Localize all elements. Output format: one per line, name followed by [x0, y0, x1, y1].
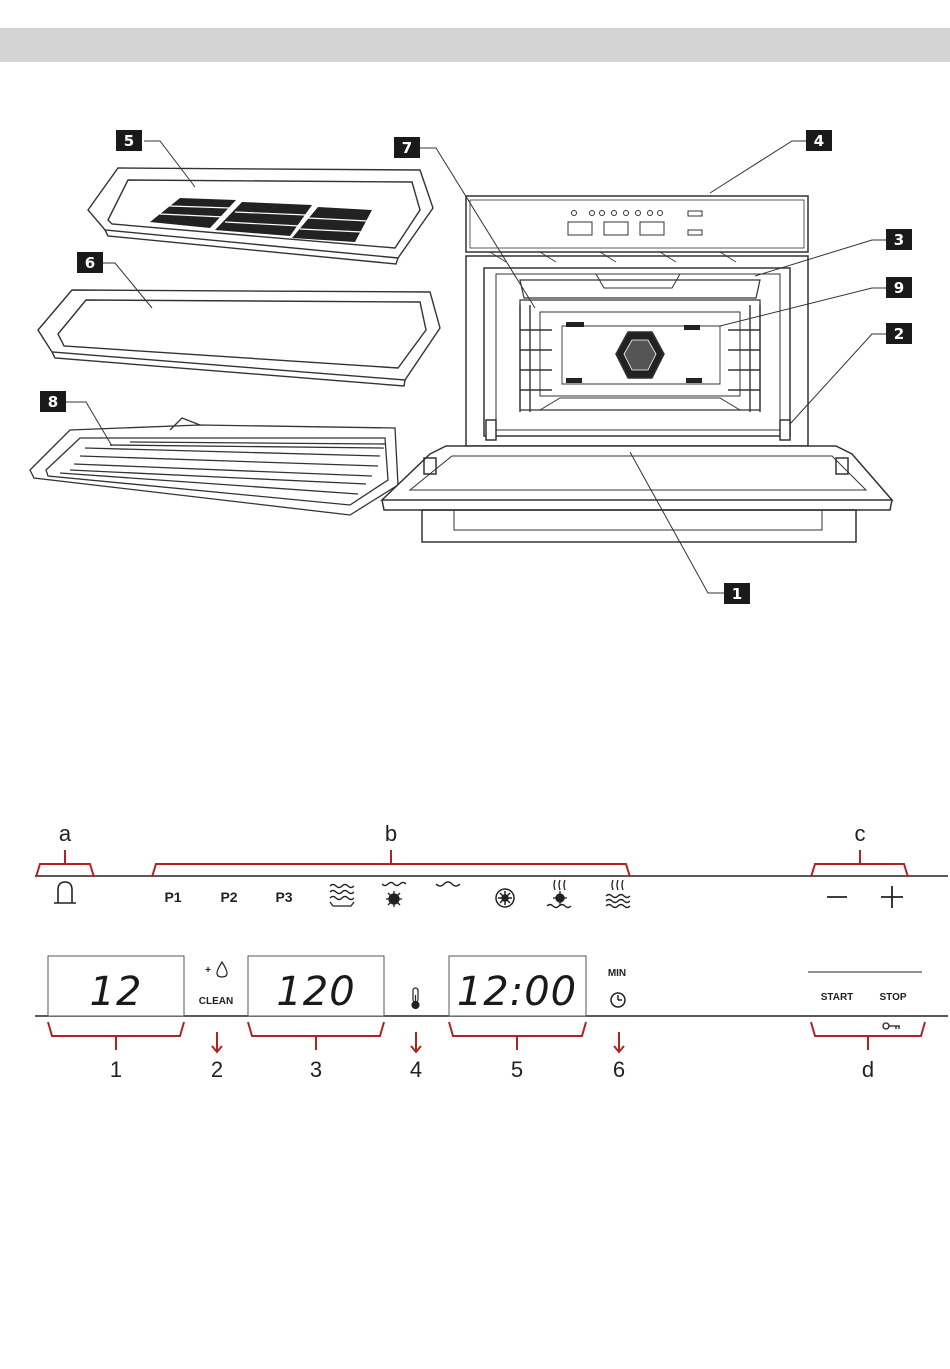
callout-label-4: 4	[814, 132, 824, 150]
callout-2: 2	[886, 323, 912, 344]
clean-plus-label: +	[205, 965, 211, 976]
accessory-wire-rack	[30, 418, 398, 515]
temperature-display-value: 120	[276, 969, 355, 1015]
callout-label-2: 2	[894, 325, 904, 343]
callout-9: 9	[886, 277, 912, 298]
label-5: 5	[511, 1057, 523, 1082]
bracket-d	[811, 1022, 925, 1036]
program-p2-button[interactable]: P2	[220, 889, 237, 905]
plus-button[interactable]	[881, 886, 903, 908]
bracket-5	[449, 1022, 586, 1036]
steam-grill-icon[interactable]	[606, 880, 630, 908]
label-b: b	[385, 821, 397, 846]
bracket-c	[811, 864, 908, 877]
bracket-b	[152, 864, 630, 877]
start-button[interactable]: START	[821, 992, 854, 1003]
callout-label-1: 1	[732, 585, 742, 603]
arrow-2	[212, 1032, 222, 1052]
thermometer-icon[interactable]	[412, 988, 419, 1009]
oven-illustration	[382, 196, 892, 542]
accessory-tray-grid	[88, 168, 433, 264]
program-p3-button[interactable]: P3	[275, 889, 292, 905]
control-panel: a b c P1 P2 P3	[35, 821, 948, 1082]
label-3: 3	[310, 1057, 322, 1082]
callout-label-9: 9	[894, 279, 904, 297]
program-p1-button[interactable]: P1	[164, 889, 181, 905]
stop-button[interactable]: STOP	[879, 992, 906, 1003]
label-d: d	[862, 1057, 874, 1082]
label-1: 1	[110, 1057, 122, 1082]
callout-3: 3	[886, 229, 912, 250]
callout-label-8: 8	[48, 393, 58, 411]
arrow-6	[614, 1032, 624, 1052]
callout-label-3: 3	[894, 231, 904, 249]
bracket-a	[36, 864, 94, 877]
callout-7: 7	[394, 137, 420, 158]
water-drop-icon	[217, 962, 227, 977]
label-6: 6	[613, 1057, 625, 1082]
steam-fan-bottom-icon[interactable]	[547, 880, 571, 908]
label-a: a	[59, 821, 72, 846]
callout-8: 8	[40, 391, 66, 412]
accessory-baking-tray	[38, 290, 440, 386]
steam-wave-icon[interactable]	[436, 882, 460, 886]
callout-label-5: 5	[124, 132, 134, 150]
time-display-value: 12:00	[457, 969, 577, 1015]
callout-6: 6	[77, 252, 103, 273]
clock-icon[interactable]	[611, 993, 625, 1007]
program-display-value: 12	[90, 969, 143, 1015]
callout-label-6: 6	[85, 254, 95, 272]
callout-4: 4	[806, 130, 832, 151]
label-2: 2	[211, 1057, 223, 1082]
callout-1: 1	[724, 583, 750, 604]
min-label: MIN	[608, 968, 626, 979]
label-4: 4	[410, 1057, 422, 1082]
label-c: c	[855, 821, 866, 846]
key-lock-icon	[883, 1023, 900, 1029]
fan-icon[interactable]	[496, 889, 514, 907]
clean-button[interactable]: CLEAN	[199, 996, 233, 1007]
callout-label-7: 7	[402, 139, 412, 157]
bracket-1	[48, 1022, 184, 1036]
bell-icon[interactable]	[54, 882, 76, 903]
callout-5: 5	[116, 130, 142, 151]
arrow-4	[411, 1032, 421, 1052]
steam-fan-icon[interactable]	[382, 883, 406, 908]
steam-tray-icon[interactable]	[330, 885, 354, 907]
bracket-3	[248, 1022, 384, 1036]
